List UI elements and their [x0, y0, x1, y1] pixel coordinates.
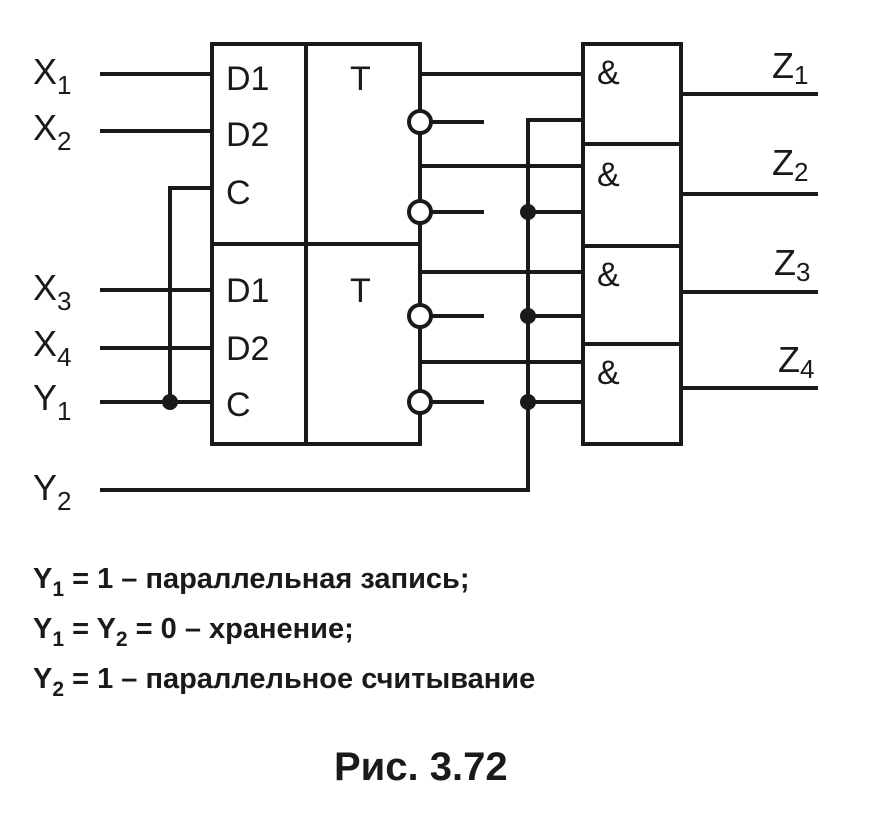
note-2-text: = 0 – хранение; — [128, 613, 354, 645]
note-1-ysub: 1 — [52, 578, 64, 601]
input-label-x4: X4 — [33, 323, 71, 372]
note-1-text: = 1 – параллельная запись; — [64, 563, 470, 595]
input-x4-sub: 4 — [57, 342, 71, 372]
svg-text:Y1: Y1 — [33, 377, 71, 426]
input-y1-sub: 1 — [57, 396, 71, 426]
wire-y2 — [100, 118, 583, 492]
flipflop-2-output-section — [304, 242, 422, 446]
flipflop-2-label: T — [350, 272, 371, 310]
input-label-x2: X2 — [33, 107, 71, 156]
input-x4-main: X — [33, 323, 57, 364]
output-z4-main: Z — [778, 339, 800, 380]
input-y1-main: Y — [33, 377, 57, 418]
output-label-z4: Z4 — [778, 339, 814, 384]
junction-enable-4 — [520, 394, 536, 410]
note-3-y: Y — [33, 663, 52, 695]
note-2-y1: Y — [33, 613, 52, 645]
input-y2-sub: 2 — [57, 486, 71, 516]
input-label-y1: Y1 — [33, 377, 71, 426]
inversion-bubble-4 — [407, 389, 433, 415]
inversion-bubble-2 — [407, 199, 433, 225]
input-label-x1: X1 — [33, 51, 71, 100]
svg-text:X2: X2 — [33, 107, 71, 156]
output-z2-main: Z — [772, 142, 794, 183]
output-label-z3: Z3 — [774, 242, 810, 287]
junction-enable-2 — [520, 204, 536, 220]
flipflop-1: D1 D2 C T — [210, 42, 422, 246]
flipflop-2-pin-d1: D1 — [226, 272, 269, 310]
output-z3-sub: 3 — [796, 257, 810, 287]
and-gate-3: & — [581, 244, 683, 346]
input-x3-main: X — [33, 267, 57, 308]
figure-caption: Рис. 3.72 — [334, 745, 508, 789]
svg-text:Y2: Y2 — [33, 467, 71, 516]
svg-text:Y1 = 1 – параллельная запись;: Y1 = 1 – параллельная запись; — [33, 563, 470, 601]
junction-enable-3 — [520, 308, 536, 324]
flipflop-1-pin-c: C — [226, 174, 251, 212]
output-z2-sub: 2 — [794, 157, 808, 187]
and-gate-2-label: & — [597, 156, 620, 194]
input-x1-main: X — [33, 51, 57, 92]
input-x2-main: X — [33, 107, 57, 148]
flipflop-2-pin-c: C — [226, 386, 251, 424]
input-x2-sub: 2 — [57, 126, 71, 156]
svg-text:X1: X1 — [33, 51, 71, 100]
and-gate-2: & — [581, 142, 683, 248]
svg-text:Y1 = Y2 = 0 – хранение;: Y1 = Y2 = 0 – хранение; — [33, 613, 354, 651]
output-z1-sub: 1 — [794, 60, 808, 90]
and-gate-4-label: & — [597, 354, 620, 392]
flipflop-1-output-section — [304, 42, 422, 246]
svg-text:Z3: Z3 — [774, 242, 810, 287]
and-gate-4: & — [581, 342, 683, 446]
and-gate-3-body — [581, 244, 683, 346]
wire-clock-top — [168, 186, 212, 402]
and-gate-3-label: & — [597, 256, 620, 294]
output-label-z1: Z1 — [772, 45, 808, 90]
flipflop-1-pin-d2: D2 — [226, 116, 269, 154]
svg-text:X3: X3 — [33, 267, 71, 316]
input-x3-sub: 3 — [57, 286, 71, 316]
svg-text:Z4: Z4 — [778, 339, 814, 384]
note-line-2: Y1 = Y2 = 0 – хранение; — [33, 613, 354, 651]
inversion-bubble-1 — [407, 109, 433, 135]
flipflop-1-label: T — [350, 60, 371, 98]
note-3-text: = 1 – параллельное считывание — [64, 663, 535, 695]
note-1-y: Y — [33, 563, 52, 595]
note-line-3: Y2 = 1 – параллельное считывание — [33, 663, 535, 701]
svg-text:Z1: Z1 — [772, 45, 808, 90]
flipflop-2: D1 D2 C T — [210, 242, 422, 446]
output-z3-main: Z — [774, 242, 796, 283]
flipflop-1-pin-d1: D1 — [226, 60, 269, 98]
input-label-x3: X3 — [33, 267, 71, 316]
junction-y1 — [162, 394, 178, 410]
note-2-y2: Y — [97, 613, 116, 645]
note-3-ysub: 2 — [52, 678, 64, 701]
output-z1-main: Z — [772, 45, 794, 86]
input-label-y2: Y2 — [33, 467, 71, 516]
flipflop-2-pin-d2: D2 — [226, 330, 269, 368]
input-x1-sub: 1 — [57, 70, 71, 100]
svg-text:Y2 = 1 – параллельное считыван: Y2 = 1 – параллельное считывание — [33, 663, 535, 701]
svg-text:Z2: Z2 — [772, 142, 808, 187]
svg-text:X4: X4 — [33, 323, 71, 372]
and-gate-1-label: & — [597, 54, 620, 92]
and-gate-4-body — [581, 342, 683, 446]
note-2-mid: = — [64, 613, 97, 645]
output-label-z2: Z2 — [772, 142, 808, 187]
note-2-y1sub: 1 — [52, 628, 64, 651]
input-y2-main: Y — [33, 467, 57, 508]
note-2-y2sub: 2 — [116, 628, 128, 651]
and-gate-1: & — [581, 42, 683, 146]
output-z4-sub: 4 — [800, 354, 814, 384]
inversion-bubble-3 — [407, 303, 433, 329]
note-line-1: Y1 = 1 – параллельная запись; — [33, 563, 470, 601]
